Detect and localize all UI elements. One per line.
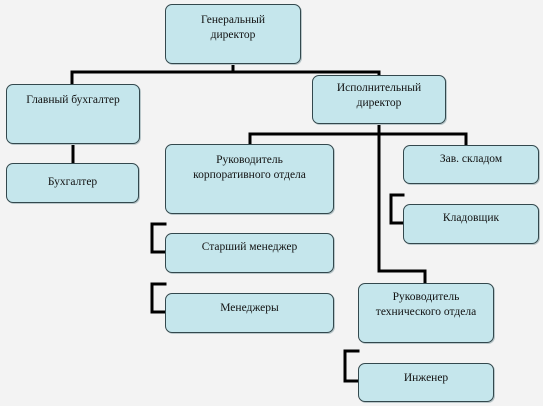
- node-accountant: Бухгалтер: [6, 163, 139, 203]
- node-chief-accountant: Главный бухгалтер: [6, 84, 140, 144]
- node-label: Кладовщик: [442, 212, 500, 224]
- node-corporate-head: Руководитель корпоративного отдела: [165, 144, 334, 214]
- node-label: Бухгалтер: [47, 176, 98, 188]
- node-label: Менеджеры: [220, 302, 279, 314]
- node-label: Зав. складом: [439, 153, 503, 165]
- node-managers: Менеджеры: [165, 293, 334, 333]
- connector-senior-manager: [150, 222, 167, 254]
- node-label: Генеральный директор: [200, 14, 266, 41]
- connector-engineer: [343, 349, 360, 383]
- node-storekeeper: Кладовщик: [403, 204, 539, 244]
- node-label: Старший менеджер: [201, 241, 298, 253]
- node-label: Руководитель корпоративного отдела: [193, 154, 306, 181]
- node-engineer: Инженер: [358, 363, 494, 402]
- node-executive-director: Исполнительный директор: [312, 75, 446, 124]
- node-label: Инженер: [403, 372, 449, 384]
- node-label: Главный бухгалтер: [26, 94, 120, 106]
- node-technical-head: Руководитель технического отдела: [358, 283, 494, 343]
- node-senior-manager: Старший менеджер: [165, 233, 334, 273]
- connector-managers: [150, 282, 167, 314]
- connector-storekeeper: [389, 193, 405, 225]
- node-label: Руководитель технического отдела: [375, 291, 477, 318]
- node-general-director: Генеральный директор: [165, 4, 301, 64]
- node-warehouse-head: Зав. складом: [403, 145, 539, 184]
- node-label: Исполнительный директор: [336, 82, 422, 109]
